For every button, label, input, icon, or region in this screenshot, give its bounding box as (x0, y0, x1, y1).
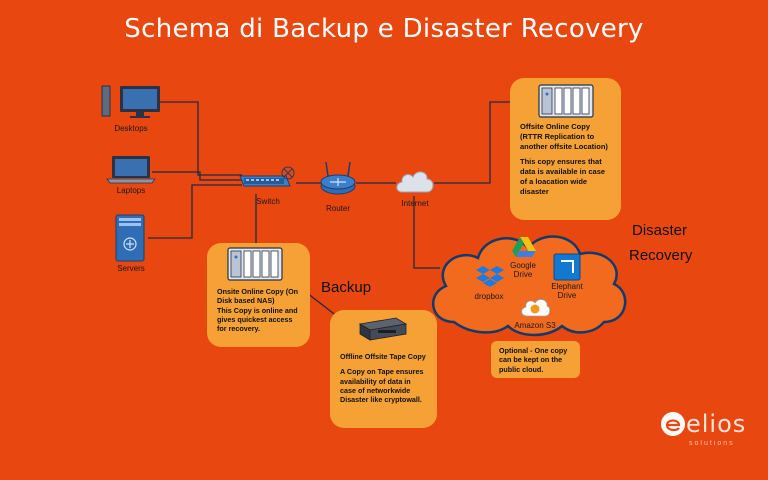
laptops-label: Laptops (116, 186, 146, 195)
tape-drive-icon (358, 317, 408, 341)
amazon-s3-icon (521, 299, 550, 317)
google-drive-label: Google Drive (510, 261, 536, 279)
elios-logo-icon (661, 412, 685, 436)
amazon-s3-label: Amazon S3 (514, 321, 556, 330)
line-desktops-switch (160, 101, 242, 176)
nas-onsite-icon (227, 247, 283, 281)
optional-public-cloud-text: Optional - One copy can be kept on the p… (499, 346, 568, 374)
google-drive-icon (512, 237, 536, 257)
server-icon (115, 214, 145, 262)
internet-cloud-icon (396, 171, 434, 193)
offline-tape-copy-heading: Offline Offsite Tape Copy (340, 352, 426, 361)
router-icon (320, 161, 356, 195)
onsite-online-copy-heading: Onsite Online Copy (On Disk based NAS) (217, 287, 299, 306)
backup-label: Backup (321, 279, 372, 296)
switch-label: Switch (256, 197, 280, 206)
internet-label: Internet (401, 199, 429, 208)
optional-public-cloud-box: Optional - One copy can be kept on the p… (491, 341, 580, 378)
disaster-label: Disaster (632, 222, 688, 239)
servers-label: Servers (117, 264, 145, 273)
onsite-online-copy-body: This Copy is online and gives quickest a… (217, 305, 298, 334)
laptop-icon (106, 156, 156, 184)
offline-tape-copy-body: A Copy on Tape ensures availability of d… (340, 367, 424, 405)
dropbox-label: dropbox (474, 292, 504, 301)
offsite-online-copy-heading: Offsite Online Copy (RTTR Replication to… (520, 122, 608, 151)
router-label: Router (325, 204, 350, 213)
offsite-online-copy-body: This copy ensures that data is available… (520, 157, 606, 196)
elephant-drive-icon (553, 253, 581, 281)
line-laptops-switch (152, 171, 242, 181)
line-internet-offsite (434, 101, 516, 184)
elephant-drive-label: Elephant Drive (551, 282, 583, 300)
page-title: Schema di Backup e Disaster Recovery (124, 14, 644, 44)
desktops-label: Desktops (114, 124, 148, 133)
dropbox-icon (476, 266, 504, 287)
switch-icon (239, 166, 295, 187)
elios-logo-text: elios (686, 410, 747, 438)
recovery-label: Recovery (629, 247, 693, 264)
nas-offsite-icon (538, 84, 594, 118)
desktop-icon (101, 85, 160, 118)
line-internet-cloud (413, 196, 440, 269)
line-servers-switch (148, 184, 242, 239)
elios-logo-subtitle: solutions (689, 440, 735, 447)
